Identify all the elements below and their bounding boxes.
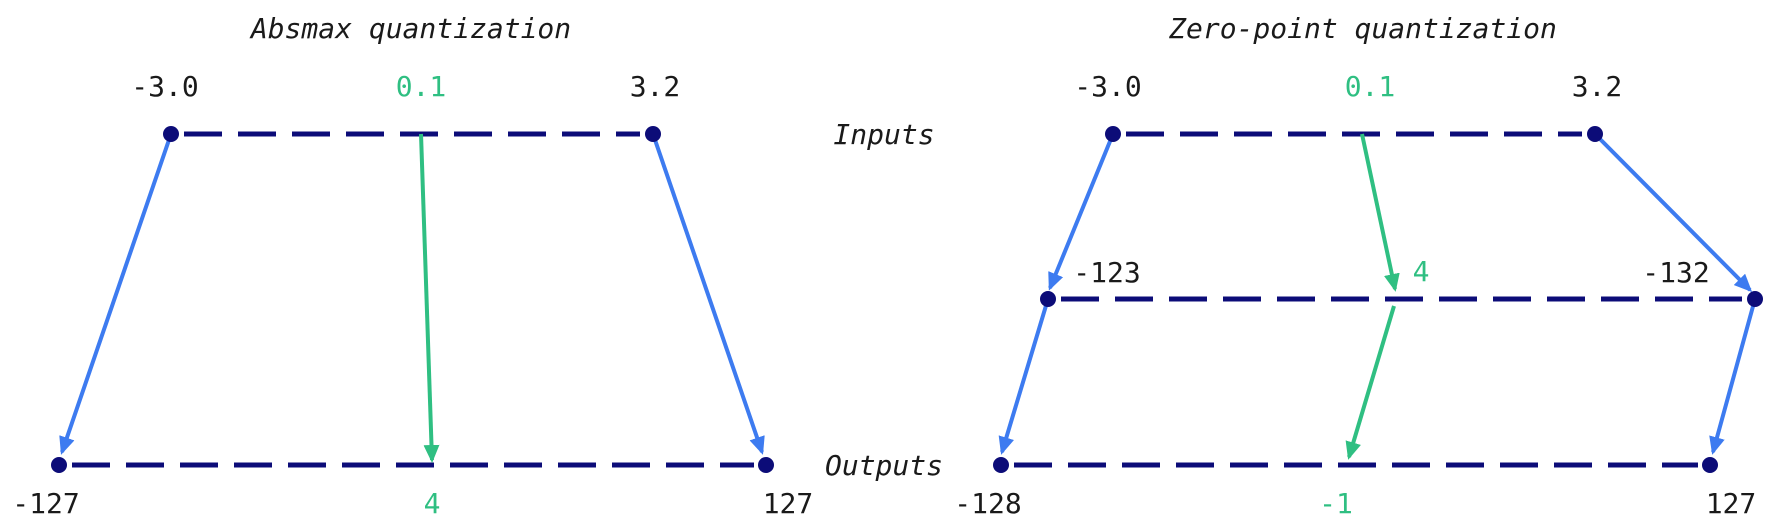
absmax-output-max-dot: [758, 457, 774, 473]
absmax-min-arrow: [59, 133, 173, 455]
inputs-label: Inputs: [833, 118, 934, 151]
zeropoint-input-min-dot: [1105, 126, 1121, 142]
absmax-input-min-label: -3.0: [131, 70, 198, 103]
zeropoint-min-arrow-2: [998, 298, 1050, 455]
zeropoint-output-max-label: 127: [1706, 487, 1757, 520]
zeropoint-output-max-dot: [1702, 457, 1718, 473]
zeropoint-mid-min-dot: [1040, 291, 1056, 307]
absmax-output-value-label: 4: [424, 487, 441, 520]
absmax-title: Absmax quantization: [249, 12, 571, 45]
absmax-output-min-label: -127: [12, 487, 79, 520]
zeropoint-output-min-label: -128: [954, 487, 1021, 520]
absmax-input-max-label: 3.2: [630, 70, 681, 103]
zeropoint-title: Zero-point quantization: [1168, 12, 1557, 45]
absmax-input-value-label: 0.1: [396, 70, 447, 103]
zeropoint-input-max-dot: [1587, 126, 1603, 142]
absmax-input-min-dot: [163, 126, 179, 142]
absmax-value-arrow: [419, 133, 440, 463]
zeropoint-output-value-label: -1: [1319, 487, 1353, 520]
zeropoint-input-max-label: 3.2: [1572, 70, 1623, 103]
zeropoint-value-arrow-1: [1360, 133, 1400, 292]
zeropoint-min-arrow-1: [1048, 133, 1115, 291]
absmax-input-max-dot: [645, 126, 661, 142]
zeropoint-mid-min-label: -123: [1073, 256, 1140, 289]
zeropoint-mid-max-dot: [1747, 291, 1763, 307]
absmax-output-min-dot: [51, 457, 67, 473]
outputs-label: Outputs: [825, 449, 943, 482]
zeropoint-max-arrow-2: [1709, 298, 1757, 455]
absmax-output-max-label: 127: [763, 487, 814, 520]
zeropoint-output-min-dot: [993, 457, 1009, 473]
zeropoint-input-min-label: -3.0: [1074, 70, 1141, 103]
zeropoint-value-arrow-2: [1345, 305, 1396, 460]
absmax-max-arrow: [651, 133, 765, 455]
zeropoint-mid-max-label: -132: [1642, 256, 1709, 289]
zeropoint-input-value-label: 0.1: [1345, 70, 1396, 103]
zeropoint-mid-value-label: 4: [1413, 255, 1430, 288]
zeropoint-max-arrow-1: [1593, 132, 1753, 293]
